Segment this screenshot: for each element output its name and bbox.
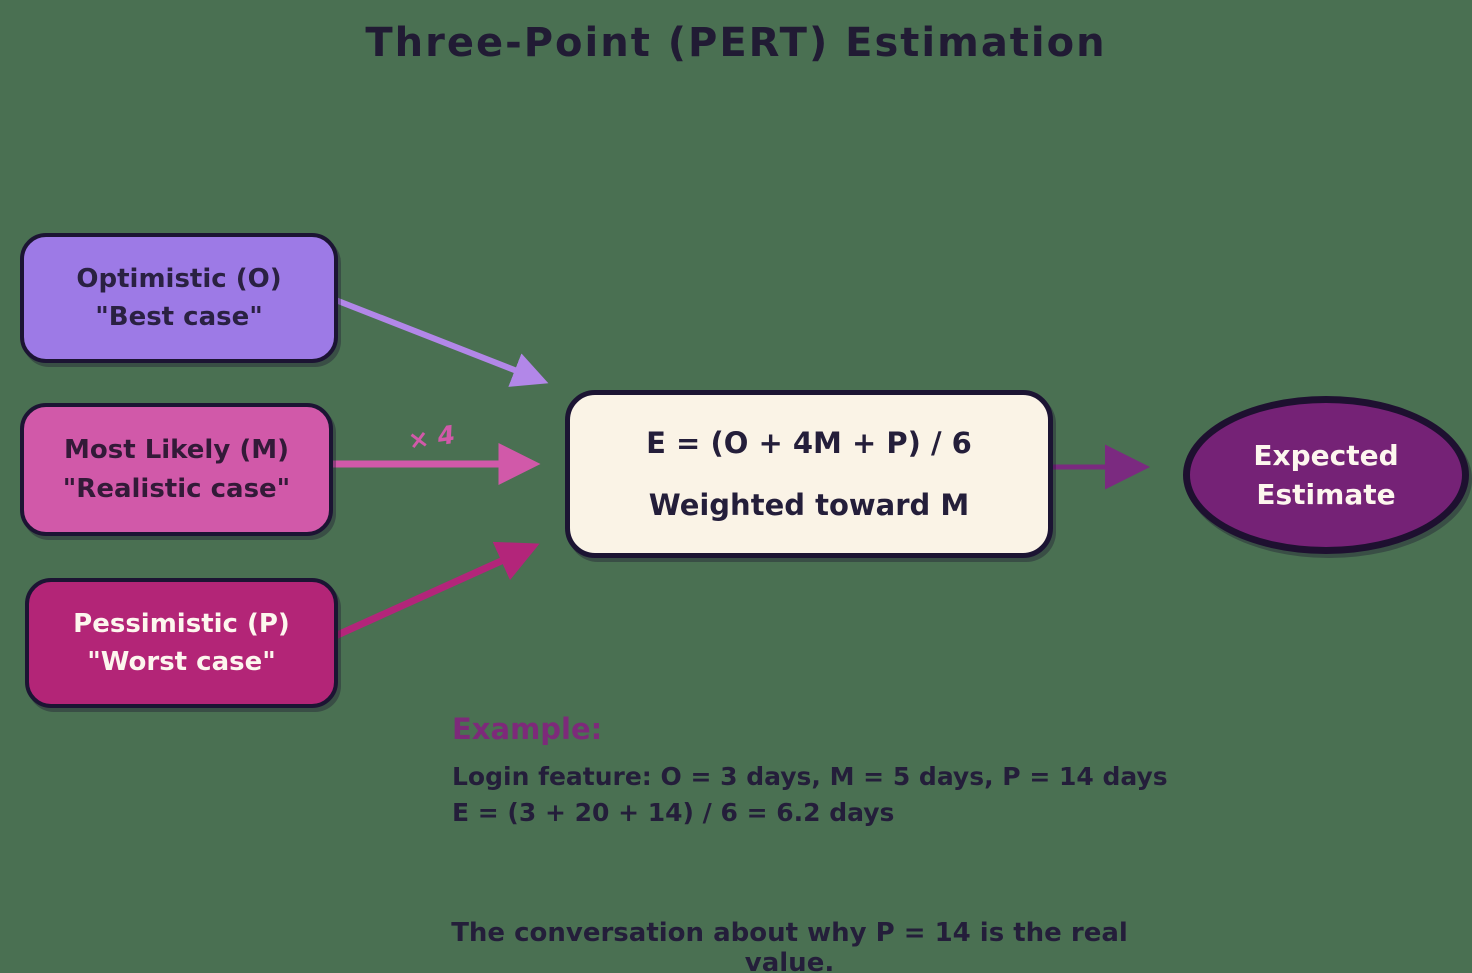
example-heading: Example:: [452, 712, 603, 746]
pessimistic-node-subtitle: "Worst case": [87, 647, 276, 677]
optimistic-node: Optimistic (O) "Best case": [20, 233, 338, 363]
most-likely-node-title: Most Likely (M): [64, 435, 289, 465]
pessimistic-node-title: Pessimistic (P): [73, 608, 290, 639]
diagram-title: Three-Point (PERT) Estimation: [365, 20, 1107, 66]
formula-equation: E = (O + 4M + P) / 6: [646, 425, 972, 460]
pessimistic-node: Pessimistic (P) "Worst case": [25, 578, 338, 708]
most-likely-node-subtitle: "Realistic case": [62, 473, 291, 504]
expected-estimate-line1: Expected: [1253, 439, 1399, 472]
weight-multiplier-label: × 4: [406, 419, 457, 456]
example-line-inputs: Login feature: O = 3 days, M = 5 days, P…: [452, 762, 1168, 791]
arrow-optimistic-to-formula: [330, 296, 549, 387]
optimistic-node-title: Optimistic (O): [76, 263, 282, 294]
most-likely-node: Most Likely (M) "Realistic case": [20, 403, 333, 536]
bottom-caption: The conversation about why P = 14 is the…: [451, 918, 1128, 973]
optimistic-node-subtitle: "Best case": [95, 302, 263, 332]
arrow-pessimistic-to-formula: [329, 541, 540, 641]
expected-estimate-line2: Estimate: [1256, 478, 1396, 511]
formula-note: Weighted toward M: [648, 488, 970, 522]
formula-node: E = (O + 4M + P) / 6 Weighted toward M: [565, 390, 1053, 558]
expected-estimate-node: Expected Estimate: [1183, 396, 1469, 554]
example-line-calculation: E = (3 + 20 + 14) / 6 = 6.2 days: [452, 798, 895, 827]
